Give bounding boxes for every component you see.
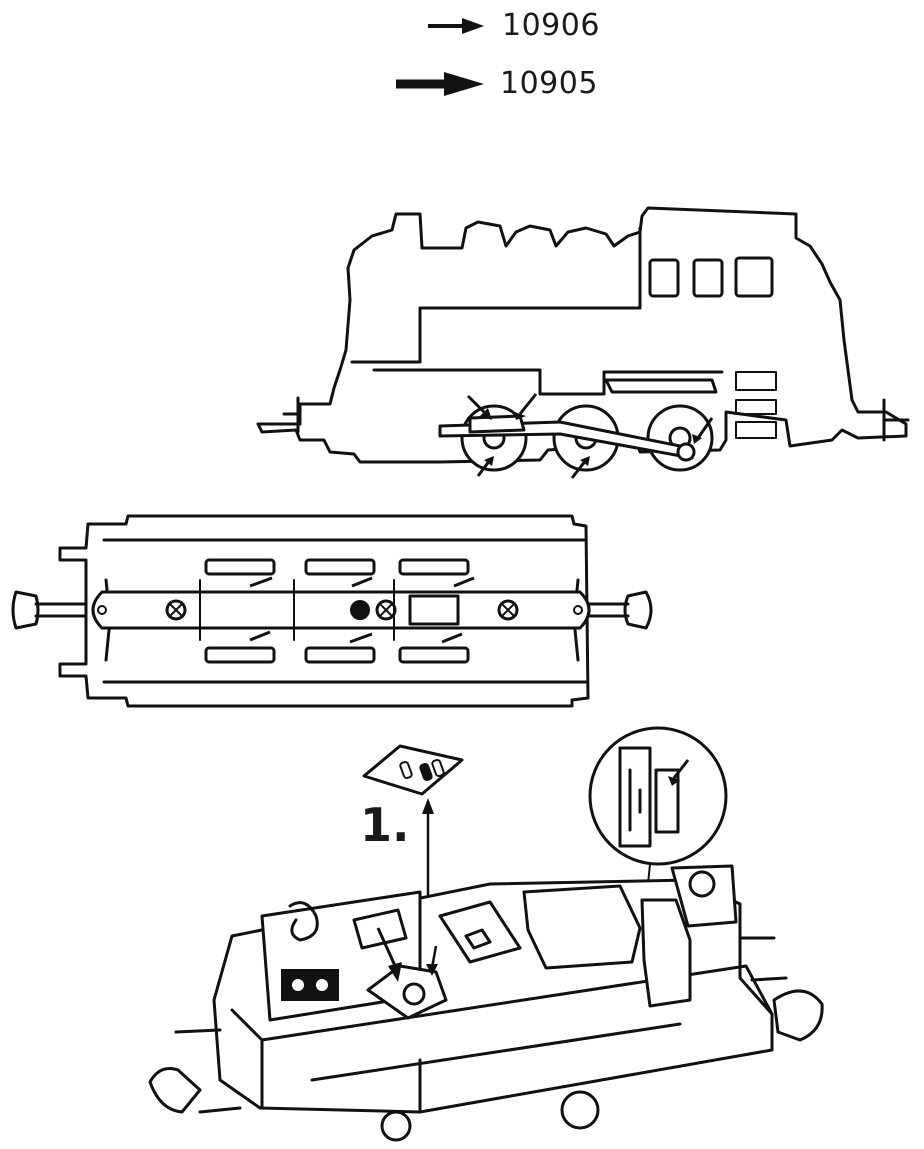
- loco-side-arrows: [466, 393, 714, 479]
- chassis-arrows: [249, 576, 475, 644]
- legend-label-10906: 10906: [502, 8, 600, 43]
- loco-chassis-body: [212, 864, 774, 1114]
- assembly-wheels-couplers: [148, 936, 824, 1142]
- legend-thick-arrow: 10905: [394, 66, 598, 101]
- thin-arrow-icon: [428, 17, 484, 34]
- chassis-couplers: [11, 590, 653, 630]
- chassis-screws: [165, 599, 519, 621]
- chassis-wheelsets: [199, 558, 470, 664]
- detail-magnifier: [588, 726, 728, 905]
- decoder-board: [362, 744, 464, 796]
- step-number: 1.: [360, 798, 410, 852]
- loco-connecting-rods: [438, 414, 696, 462]
- chassis-center-plate: [91, 590, 591, 630]
- thick-arrow-icon: [396, 71, 484, 96]
- legend-label-10905: 10905: [500, 66, 598, 101]
- loco-couplers: [282, 396, 910, 442]
- legend-thin-arrow: 10906: [426, 8, 600, 43]
